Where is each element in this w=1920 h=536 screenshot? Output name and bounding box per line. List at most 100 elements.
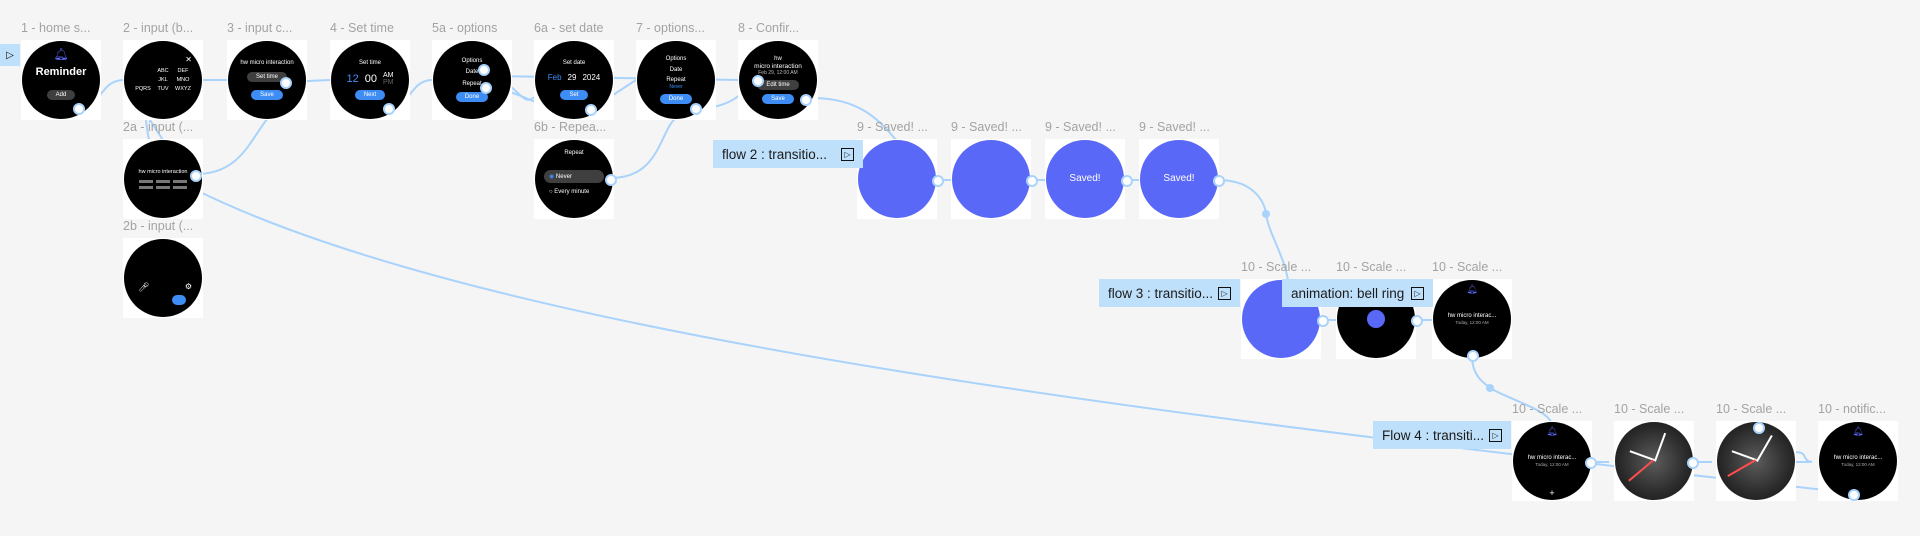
keyboard-toggle[interactable] bbox=[172, 295, 186, 305]
flow-2-chip[interactable]: flow 2 : transitio... ▷ bbox=[713, 140, 863, 168]
connector-dot[interactable] bbox=[1213, 175, 1225, 187]
frame-set-date[interactable]: 6a - set date Set date Feb 29 2024 Set bbox=[534, 21, 614, 120]
month-value[interactable]: Feb bbox=[547, 73, 562, 83]
hour-hand bbox=[1731, 450, 1757, 461]
frame-label: 8 - Confir... bbox=[738, 21, 800, 35]
done-button[interactable]: Done bbox=[659, 94, 693, 105]
frame-saved-3[interactable]: 9 - Saved! ... Saved! bbox=[1045, 120, 1125, 219]
frame-options[interactable]: 5a - options Options Date Repeat Done bbox=[432, 21, 512, 120]
add-button[interactable]: Add bbox=[46, 89, 76, 100]
frame-saved-1[interactable]: 9 - Saved! ... bbox=[857, 120, 937, 219]
flow-start-handle[interactable]: ▷ bbox=[0, 44, 20, 66]
saved-text: Saved! bbox=[1069, 173, 1101, 184]
second-hand bbox=[1727, 459, 1756, 477]
key-def[interactable]: DEF bbox=[177, 68, 189, 74]
edit-time-button[interactable]: Edit time bbox=[757, 80, 799, 91]
minute-value[interactable]: 00 bbox=[364, 72, 377, 85]
date-row[interactable]: Date bbox=[465, 69, 479, 76]
plus-icon[interactable]: + bbox=[1549, 488, 1555, 498]
connector-dot[interactable] bbox=[605, 174, 617, 186]
repeat-row[interactable]: Repeat bbox=[666, 77, 686, 84]
hour-value[interactable]: 12 bbox=[346, 72, 359, 85]
play-flow-icon: ▷ bbox=[1218, 286, 1231, 300]
input-text[interactable]: hw micro interaction bbox=[138, 169, 188, 176]
frame-scale-3[interactable]: 10 - Scale ... 🔔︎ hw micro interac... To… bbox=[1432, 260, 1512, 359]
connector-dot[interactable] bbox=[1585, 457, 1597, 469]
connector-dot[interactable] bbox=[690, 103, 702, 115]
watch-screen: 🔔︎ Reminder Add bbox=[22, 41, 100, 119]
set-button[interactable]: Set bbox=[560, 90, 588, 101]
animation-label: animation: bell ring bbox=[1291, 285, 1405, 301]
date-row[interactable]: Date bbox=[669, 66, 683, 73]
connector-dot[interactable] bbox=[1026, 175, 1038, 187]
key-jkl[interactable]: JKL bbox=[158, 77, 168, 83]
done-button[interactable]: Done bbox=[455, 91, 489, 102]
key-abc[interactable]: ABC bbox=[157, 68, 169, 74]
frame-saved-4[interactable]: 9 - Saved! ... Saved! bbox=[1139, 120, 1219, 219]
connector-dot[interactable] bbox=[280, 77, 292, 89]
radio-icon: ○ bbox=[549, 189, 553, 195]
settings-icon[interactable]: ⚙ bbox=[184, 282, 192, 291]
set-date-title: Set date bbox=[562, 59, 586, 66]
save-button[interactable]: Save bbox=[251, 89, 283, 100]
connector-dot[interactable] bbox=[752, 75, 764, 87]
connector-dot[interactable] bbox=[1411, 315, 1423, 327]
day-value[interactable]: 29 bbox=[567, 73, 577, 83]
microphone-icon[interactable]: 🎤︎ bbox=[138, 282, 150, 292]
watch-screen: Repeat ◉ Never ○ Every minute bbox=[535, 140, 613, 218]
am-toggle[interactable]: AM bbox=[383, 71, 394, 79]
frame-label: 2a - input (... bbox=[123, 120, 194, 134]
year-value[interactable]: 2024 bbox=[582, 73, 601, 83]
connector-dot[interactable] bbox=[1687, 457, 1699, 469]
connector-dot[interactable] bbox=[190, 170, 202, 182]
frame-home[interactable]: 1 - home s... 🔔︎ Reminder Add bbox=[21, 21, 101, 120]
connector-dot[interactable] bbox=[1753, 422, 1765, 434]
frame-scale-5[interactable]: 10 - Scale ... bbox=[1614, 402, 1694, 501]
frame-saved-2[interactable]: 9 - Saved! ... bbox=[951, 120, 1031, 219]
key-wxyz[interactable]: WXYZ bbox=[175, 86, 191, 92]
connector-dot[interactable] bbox=[73, 103, 85, 115]
frame-notification[interactable]: 10 - notific... 🔔︎ hw micro interac... T… bbox=[1818, 402, 1898, 501]
connector-dot[interactable] bbox=[800, 94, 812, 106]
key-pqrs[interactable]: PQRS bbox=[135, 86, 151, 92]
frame-input-confirm[interactable]: 3 - input c... hw micro interaction Set … bbox=[227, 21, 307, 120]
key-mno[interactable]: MNO bbox=[176, 77, 190, 83]
connector-dot[interactable] bbox=[1467, 350, 1479, 362]
confirm-datetime: Feb 29, 12:00 AM bbox=[758, 70, 798, 77]
radio-selected-icon: ◉ bbox=[549, 174, 555, 180]
frame-label: 9 - Saved! ... bbox=[951, 120, 1022, 134]
next-button[interactable]: Next bbox=[354, 89, 386, 100]
options-title: Options bbox=[461, 58, 483, 65]
connector-dot[interactable] bbox=[478, 64, 490, 76]
pm-toggle[interactable]: PM bbox=[383, 78, 394, 86]
connector-dot[interactable] bbox=[1121, 175, 1133, 187]
flow-3-chip[interactable]: flow 3 : transitio... ▷ bbox=[1099, 279, 1240, 307]
repeat-row[interactable]: Repeat bbox=[462, 80, 482, 87]
frame-options-updated[interactable]: 7 - options... Options Date Repeat Never… bbox=[636, 21, 716, 120]
set-time-button[interactable]: Set time bbox=[246, 71, 287, 82]
close-icon[interactable]: ✕ bbox=[185, 55, 192, 64]
flow-4-label: Flow 4 : transiti... bbox=[1382, 427, 1485, 443]
minute-hand bbox=[1654, 432, 1667, 462]
connector-dot[interactable] bbox=[1848, 489, 1860, 501]
play-flow-icon: ▷ bbox=[1411, 286, 1424, 300]
connector-dot[interactable] bbox=[1317, 315, 1329, 327]
watch-screen: hw micro interaction Set time Save bbox=[228, 41, 306, 119]
frame-repeat[interactable]: 6b - Repea... Repeat ◉ Never ○ Every min… bbox=[534, 120, 614, 219]
watch-screen: 🔔︎ hw micro interac... Today, 12:00 AM bbox=[1433, 280, 1511, 358]
animation-bell-ring-chip[interactable]: animation: bell ring ▷ bbox=[1282, 279, 1433, 307]
option-every-minute[interactable]: ○ Every minute bbox=[544, 186, 604, 198]
flow-4-chip[interactable]: Flow 4 : transiti... ▷ bbox=[1373, 421, 1511, 449]
frame-scale-4[interactable]: 10 - Scale ... 🔔︎ hw micro interac... To… bbox=[1512, 402, 1592, 501]
connector-dot[interactable] bbox=[480, 82, 492, 94]
key-tuv[interactable]: TUV bbox=[157, 86, 169, 92]
connector-dot[interactable] bbox=[383, 103, 395, 115]
connector-dot[interactable] bbox=[932, 175, 944, 187]
frame-input-voice[interactable]: 2b - input (... 🎤︎ ⚙ bbox=[123, 219, 203, 318]
connector-dot[interactable] bbox=[585, 104, 597, 116]
option-never[interactable]: ◉ Never bbox=[544, 170, 604, 183]
frame-confirm[interactable]: 8 - Confir... hw micro interaction Feb 2… bbox=[738, 21, 818, 120]
save-button[interactable]: Save bbox=[762, 94, 794, 105]
